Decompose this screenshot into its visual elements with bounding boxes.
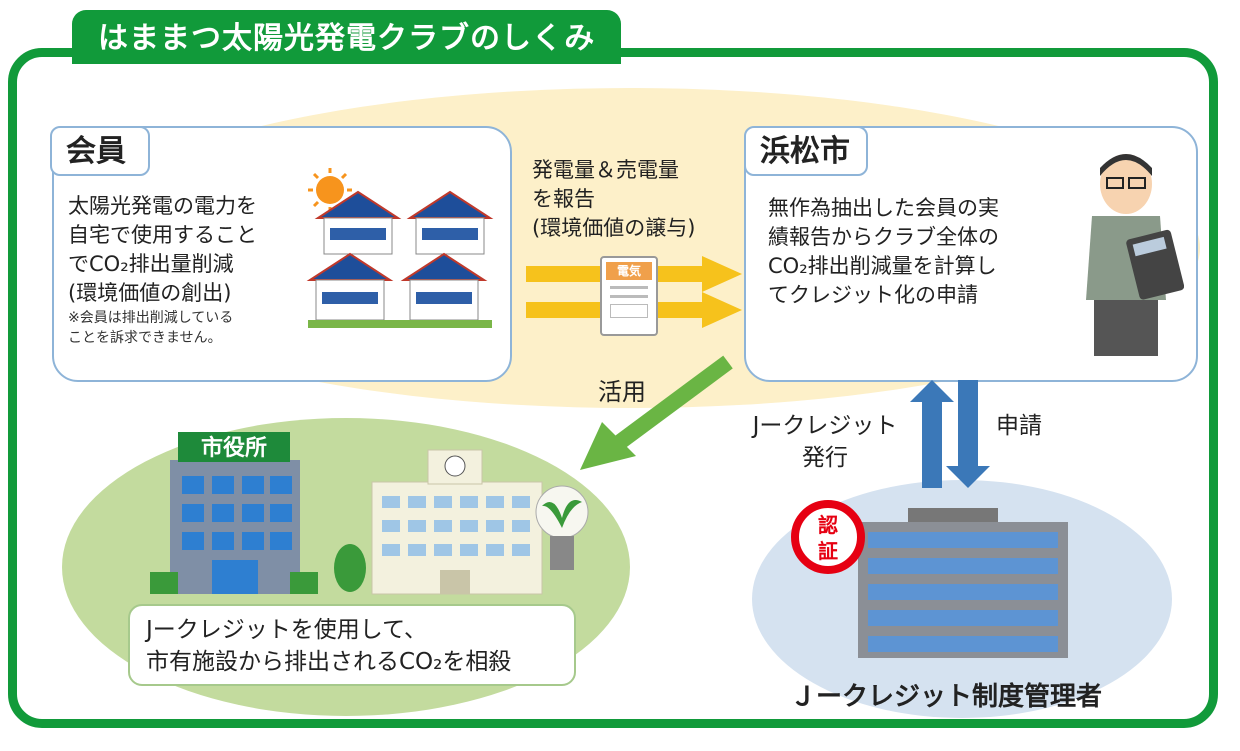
report-description: 発電量＆売電量 を報告 (環境価値の譲与) [532,156,695,243]
member-line: (環境価値の創出) [68,281,232,305]
use-label: 活用 [598,378,646,406]
city-hall-building-icon [150,432,318,594]
member-line: 太陽光発電の電力を [68,194,257,218]
issue-line: Jークレジット [752,413,898,439]
arrow-down-icon [946,380,990,488]
solar-houses-illustration [306,168,494,328]
city-facilities-illustration [150,432,589,595]
report-line: (環境価値の譲与) [532,216,696,240]
city-hall-sign: 市役所 [200,436,267,461]
result-line: Jークレジットを使用して、 [146,617,427,643]
report-line: 発電量＆売電量 [532,158,679,182]
issue-line: 発行 [802,445,848,471]
arrow-down-left-icon [580,355,733,470]
staff-person-illustration [1086,154,1184,356]
admin-label: Ｊークレジット制度管理者 [790,682,1103,712]
calculator-icon [1126,229,1184,300]
meter-sheet-icon: 電気 [600,256,658,336]
arrow-up-icon [910,380,954,488]
city-heading: 浜松市 [744,126,868,176]
apply-label: 申請 [996,413,1042,439]
house-icon [306,190,494,328]
member-description: 太陽光発電の電力を 自宅で使用すること でCO₂排出量削減 (環境価値の創出) … [68,192,257,348]
certify-badge: 認 証 [791,500,865,574]
issue-label: Jークレジット 発行 [730,410,920,474]
meter-label: 電気 [606,262,652,280]
city-line: CO₂排出削減量を計算し [768,254,997,278]
report-line: を報告 [532,187,595,211]
page-title: はままつ太陽光発電クラブのしくみ [72,10,622,64]
city-line: 無作為抽出した会員の実 [768,196,999,220]
certify-text: 証 [818,539,838,563]
member-heading: 会員 [50,126,150,176]
certify-text: 認 [818,513,838,537]
credit-arrows [910,380,990,488]
result-line: 市有施設から排出されるCO₂を相殺 [146,649,512,675]
school-building-icon [334,449,543,595]
member-line: でCO₂排出量削減 [68,252,234,276]
city-description: 無作為抽出した会員の実 績報告からクラブ全体の CO₂排出削減量を計算し てクレ… [768,194,999,310]
city-line: てクレジット化の申請 [768,283,978,307]
result-text: Jークレジットを使用して、 市有施設から排出されるCO₂を相殺 [146,614,511,678]
member-note-line: ※会員は排出削減している [68,310,234,326]
member-note-line: ことを訴求できません。 [68,330,222,346]
use-arrow [580,355,733,470]
city-line: 績報告からクラブ全体の [768,225,999,249]
admin-building-illustration [858,508,1068,658]
light-bulb-sprout-icon [535,485,589,570]
result-box [128,604,576,686]
member-line: 自宅で使用すること [68,223,257,247]
